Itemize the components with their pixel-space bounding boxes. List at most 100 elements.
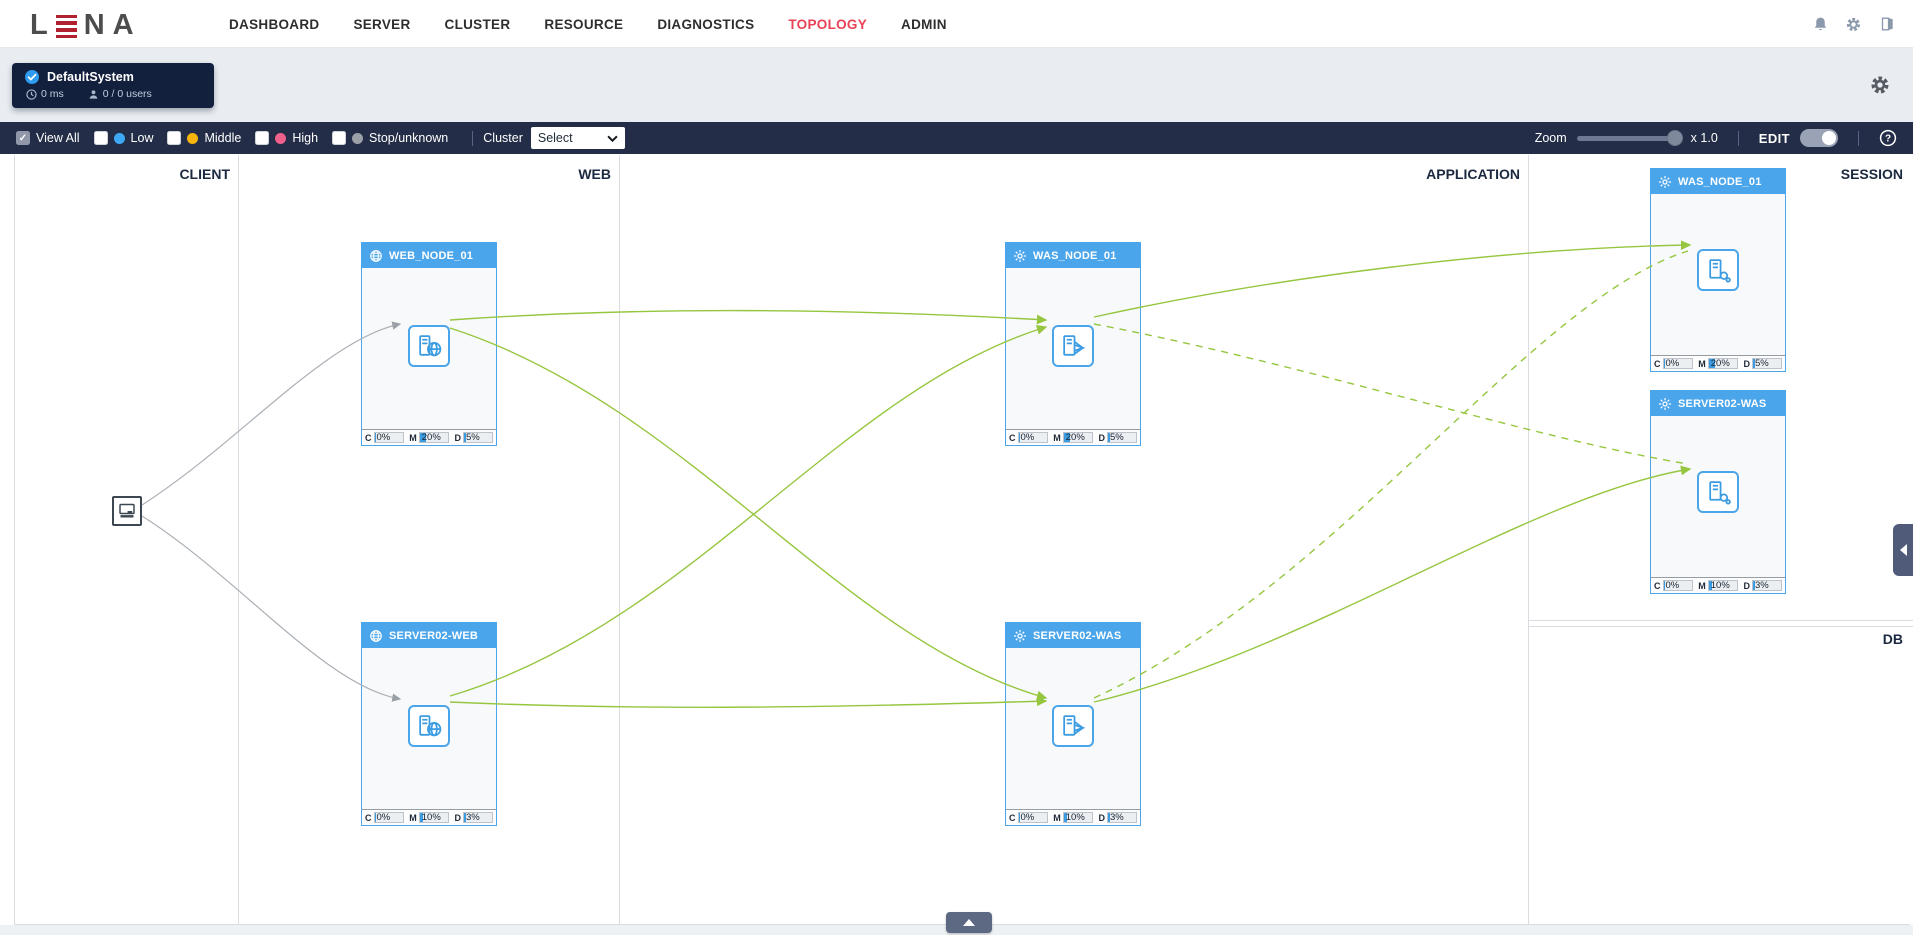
node-title: WEB_NODE_01 xyxy=(389,249,474,262)
user-icon xyxy=(89,89,98,99)
bottom-panel-expand-button[interactable] xyxy=(946,912,992,933)
node-header: WAS_NODE_01 xyxy=(1651,169,1785,194)
zoom-label: Zoom xyxy=(1534,131,1567,145)
cluster-select[interactable]: Select xyxy=(530,127,625,149)
stop-status-dot xyxy=(352,132,364,144)
middle-status-dot xyxy=(187,132,199,144)
filter-view-all[interactable]: View All xyxy=(16,131,80,145)
logo-letter-l: L xyxy=(30,9,49,41)
system-bar: DefaultSystem 0 ms 0 / 0 users xyxy=(0,48,1913,122)
node-body xyxy=(1006,268,1140,429)
region-label-web: WEB xyxy=(578,166,611,182)
region-label-db: DB xyxy=(1882,631,1903,647)
toolbar-divider xyxy=(1858,130,1859,146)
node-header: WAS_NODE_01 xyxy=(1006,243,1140,268)
node-body xyxy=(362,648,496,809)
nav-cluster[interactable]: CLUSTER xyxy=(444,16,511,32)
node-header: SERVER02-WEB xyxy=(362,623,496,648)
node-title: WAS_NODE_01 xyxy=(1033,249,1117,262)
app-server-icon[interactable] xyxy=(1052,325,1094,367)
view-all-checkbox[interactable] xyxy=(16,131,30,145)
chevron-down-icon xyxy=(607,135,618,142)
node-header: SERVER02-WAS xyxy=(1006,623,1140,648)
web-server-icon[interactable] xyxy=(408,325,450,367)
topology-canvas[interactable] xyxy=(0,154,1913,925)
system-name: DefaultSystem xyxy=(47,70,134,84)
nav-server[interactable]: SERVER xyxy=(353,16,411,32)
system-badge[interactable]: DefaultSystem 0 ms 0 / 0 users xyxy=(12,63,214,108)
region-line xyxy=(238,155,239,925)
node-header: SERVER02-WAS xyxy=(1651,391,1785,416)
users-stat: 0 / 0 users xyxy=(88,88,152,100)
chevron-up-icon xyxy=(963,919,975,926)
top-header: L N A DASHBOARD SERVER CLUSTER RESOURCE … xyxy=(0,0,1913,48)
node-title: SERVER02-WAS xyxy=(1033,629,1122,642)
nav-admin[interactable]: ADMIN xyxy=(901,16,947,32)
region-line xyxy=(1528,155,1529,925)
cluster-label: Cluster xyxy=(483,131,523,145)
web-server-icon[interactable] xyxy=(408,705,450,747)
logo-letter-n: N xyxy=(83,9,106,41)
nav-resource[interactable]: RESOURCE xyxy=(544,16,624,32)
zoom-slider[interactable] xyxy=(1576,129,1683,146)
edit-toggle[interactable] xyxy=(1800,129,1838,147)
high-checkbox[interactable] xyxy=(255,131,270,145)
low-status-dot xyxy=(113,132,125,144)
region-line xyxy=(619,155,620,925)
session-server-icon[interactable] xyxy=(1697,471,1739,513)
low-checkbox[interactable] xyxy=(93,131,108,145)
nav-topology[interactable]: TOPOLOGY xyxy=(788,16,868,32)
globe-icon xyxy=(370,249,382,262)
nav-dashboard[interactable]: DASHBOARD xyxy=(229,16,320,32)
lena-logo[interactable]: L N A xyxy=(30,9,135,42)
node-body xyxy=(1651,194,1785,355)
app-server-icon[interactable] xyxy=(1052,705,1094,747)
was-gear-icon xyxy=(1014,629,1026,642)
toolbar-divider xyxy=(472,130,474,146)
logout-icon[interactable] xyxy=(1878,16,1895,33)
computer-icon xyxy=(119,503,135,518)
high-status-dot xyxy=(275,132,287,144)
zoom-value: x 1.0 xyxy=(1690,131,1718,145)
region-label-application: APPLICATION xyxy=(1426,166,1520,182)
main-nav: DASHBOARD SERVER CLUSTER RESOURCE DIAGNO… xyxy=(229,0,947,48)
edit-label: EDIT xyxy=(1758,130,1790,146)
toggle-knob xyxy=(1822,131,1836,145)
session-server-icon[interactable] xyxy=(1697,249,1739,291)
nav-diagnostics[interactable]: DIAGNOSTICS xyxy=(657,16,755,32)
filter-stop-unknown[interactable]: Stop/unknown xyxy=(332,131,448,145)
gear-icon[interactable] xyxy=(1845,16,1862,33)
was-gear-icon xyxy=(1659,397,1671,410)
side-panel-expand-tab[interactable] xyxy=(1893,524,1913,576)
filter-middle[interactable]: Middle xyxy=(167,131,241,145)
node-body xyxy=(1006,648,1140,809)
cluster-select-value: Select xyxy=(537,131,573,145)
clock-icon xyxy=(26,88,37,100)
bell-icon[interactable] xyxy=(1812,16,1829,33)
node-header: WEB_NODE_01 xyxy=(362,243,496,268)
header-icon-group xyxy=(1812,0,1895,48)
filter-low[interactable]: Low xyxy=(93,131,153,145)
filter-high[interactable]: High xyxy=(255,131,318,145)
middle-checkbox[interactable] xyxy=(167,131,182,145)
zoom-slider-thumb[interactable] xyxy=(1666,129,1683,146)
stop-unknown-checkbox[interactable] xyxy=(332,131,347,145)
logo-bars-icon xyxy=(55,13,77,39)
canvas-settings-gear-icon[interactable] xyxy=(1869,74,1891,96)
help-icon[interactable]: ? xyxy=(1879,129,1897,147)
topology-toolbar: View All Low Middle High Stop/unknown Cl… xyxy=(0,122,1913,154)
was-gear-icon xyxy=(1659,175,1671,188)
svg-text:?: ? xyxy=(1885,134,1891,145)
client-node[interactable] xyxy=(112,496,142,526)
node-title: SERVER02-WEB xyxy=(389,629,478,642)
chevron-left-icon xyxy=(1899,544,1907,556)
region-label-client: CLIENT xyxy=(179,166,230,182)
